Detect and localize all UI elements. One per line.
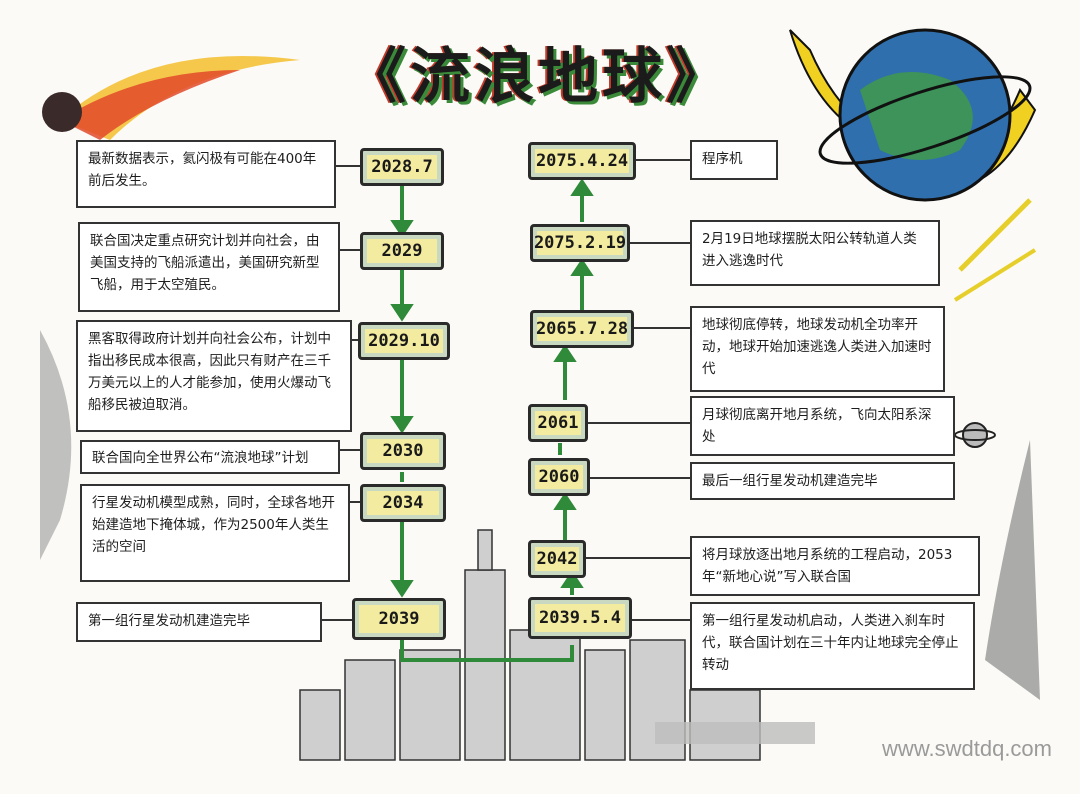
- date-badge: 2039: [352, 598, 446, 640]
- date-badge: 2030: [360, 432, 446, 470]
- poster-title: 《流浪地球》: [346, 42, 730, 112]
- timeline-note: 2月19日地球摆脱太阳公转轨道人类进入逃逸时代: [690, 220, 940, 286]
- date-badge: 2060: [528, 458, 590, 496]
- small-planet-icon: [954, 422, 996, 448]
- date-badge: 2065.7.28: [530, 310, 634, 348]
- date-badge: 2075.2.19: [530, 224, 630, 262]
- timeline-note: 地球彻底停转，地球发动机全功率开动，地球开始加速逃逸人类进入加速时代: [690, 306, 945, 392]
- date-badge: 2029.10: [358, 322, 450, 360]
- date-badge: 2042: [528, 540, 586, 578]
- timeline-note: 将月球放逐出地月系统的工程启动，2053年“新地心说”写入联合国: [690, 536, 980, 596]
- timeline-note: 联合国决定重点研究计划并向社会，由美国支持的飞船派遣出，美国研究新型飞船，用于太…: [78, 222, 340, 312]
- date-badge: 2061: [528, 404, 588, 442]
- date-badge: 2034: [360, 484, 446, 522]
- date-badge: 2039.5.4: [528, 597, 632, 639]
- timeline-note: 行星发动机模型成熟，同时，全球各地开始建造地下掩体城，作为2500年人类生活的空…: [80, 484, 350, 582]
- meteor-icon: [42, 56, 300, 140]
- timeline-note: 月球彻底离开地月系统，飞向太阳系深处: [690, 396, 955, 456]
- timeline-note: 最新数据表示，氦闪极有可能在400年前后发生。: [76, 140, 336, 208]
- timeline-note: 联合国向全世界公布“流浪地球”计划: [80, 440, 340, 474]
- timeline-note: 第一组行星发动机建造完毕: [76, 602, 322, 642]
- date-badge: 2075.4.24: [528, 142, 636, 180]
- city-skyline-icon: [299, 529, 761, 761]
- timeline-note: 黑客取得政府计划并向社会公布，计划中指出移民成本很高，因此只有财产在三千万美元以…: [76, 320, 352, 432]
- timeline-note: 程序机: [690, 140, 778, 180]
- date-badge: 2029: [360, 232, 444, 270]
- planet-icon: [789, 28, 1037, 202]
- timeline-note: 第一组行星发动机启动，人类进入刹车时代，联合国计划在三十年内让地球完全停止转动: [690, 602, 975, 690]
- date-badge: 2028.7: [360, 148, 444, 186]
- watermark: www.swdtdq.com: [882, 736, 1052, 761]
- timeline-note: 最后一组行星发动机建造完毕: [690, 462, 955, 500]
